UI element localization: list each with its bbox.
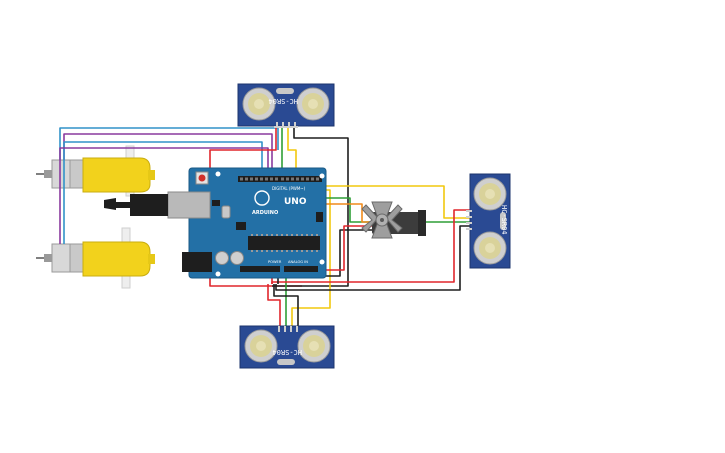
chip-pins xyxy=(251,234,318,252)
wire-blue-motor xyxy=(59,127,279,160)
analog-header xyxy=(284,266,318,272)
icsp-header xyxy=(316,212,323,222)
dc-motor-top[interactable] xyxy=(36,145,155,197)
arduino-uno-label: UNO xyxy=(284,197,307,207)
ultrasonic-sensor-top[interactable]: HC-SR04 xyxy=(237,83,335,128)
arduino-label: ARDUINO xyxy=(252,210,278,216)
dc-gear-motor-icon xyxy=(36,227,155,289)
wire-black-right-sensor xyxy=(275,225,472,291)
dc-power-jack xyxy=(182,252,212,272)
wire-blue-motor-2 xyxy=(63,141,263,244)
digital-pwm-label: DIGITAL (PWM~) xyxy=(272,186,306,191)
ultrasonic-sensor-right[interactable]: HC-SR04 xyxy=(466,173,511,269)
usb-connector-icon xyxy=(104,191,211,219)
digital-header-pins xyxy=(240,177,319,181)
servo-motor[interactable] xyxy=(361,201,426,239)
servo-motor-icon xyxy=(361,201,426,239)
sensor-bottom-label: HC-SR04 xyxy=(272,348,302,356)
power-header xyxy=(240,266,280,272)
ultrasonic-sensor-bottom[interactable]: HC-SR04 xyxy=(239,325,335,369)
wire-black-top-sensor xyxy=(272,128,349,287)
arduino-logo xyxy=(254,190,270,206)
sensor-top-label: HC-SR04 xyxy=(268,97,298,105)
arduino-uno-board[interactable]: ARDUINO UNO DIGITAL (PWM~) POWER A xyxy=(104,167,327,279)
capacitor-right xyxy=(230,251,244,265)
analog-in-label: ANALOG IN xyxy=(288,260,308,264)
sensor-right-label: HC-SR04 xyxy=(500,205,508,235)
wire-red-top-sensor xyxy=(209,128,302,287)
wire-yellow-top-sensor xyxy=(287,128,297,178)
dc-gear-motor-icon xyxy=(36,145,155,197)
wire-red-bottom-sensor xyxy=(267,284,281,326)
wire-black-bottom-sensor xyxy=(273,284,299,326)
dc-motor-bottom[interactable] xyxy=(36,227,155,289)
atmega-chip xyxy=(248,236,320,250)
wire-black-servo xyxy=(277,229,372,284)
capacitor-left xyxy=(215,251,229,265)
crystal xyxy=(221,205,231,219)
wire-purple-motor-2 xyxy=(59,147,269,244)
power-label: POWER xyxy=(268,260,282,264)
digital-header xyxy=(238,176,322,182)
